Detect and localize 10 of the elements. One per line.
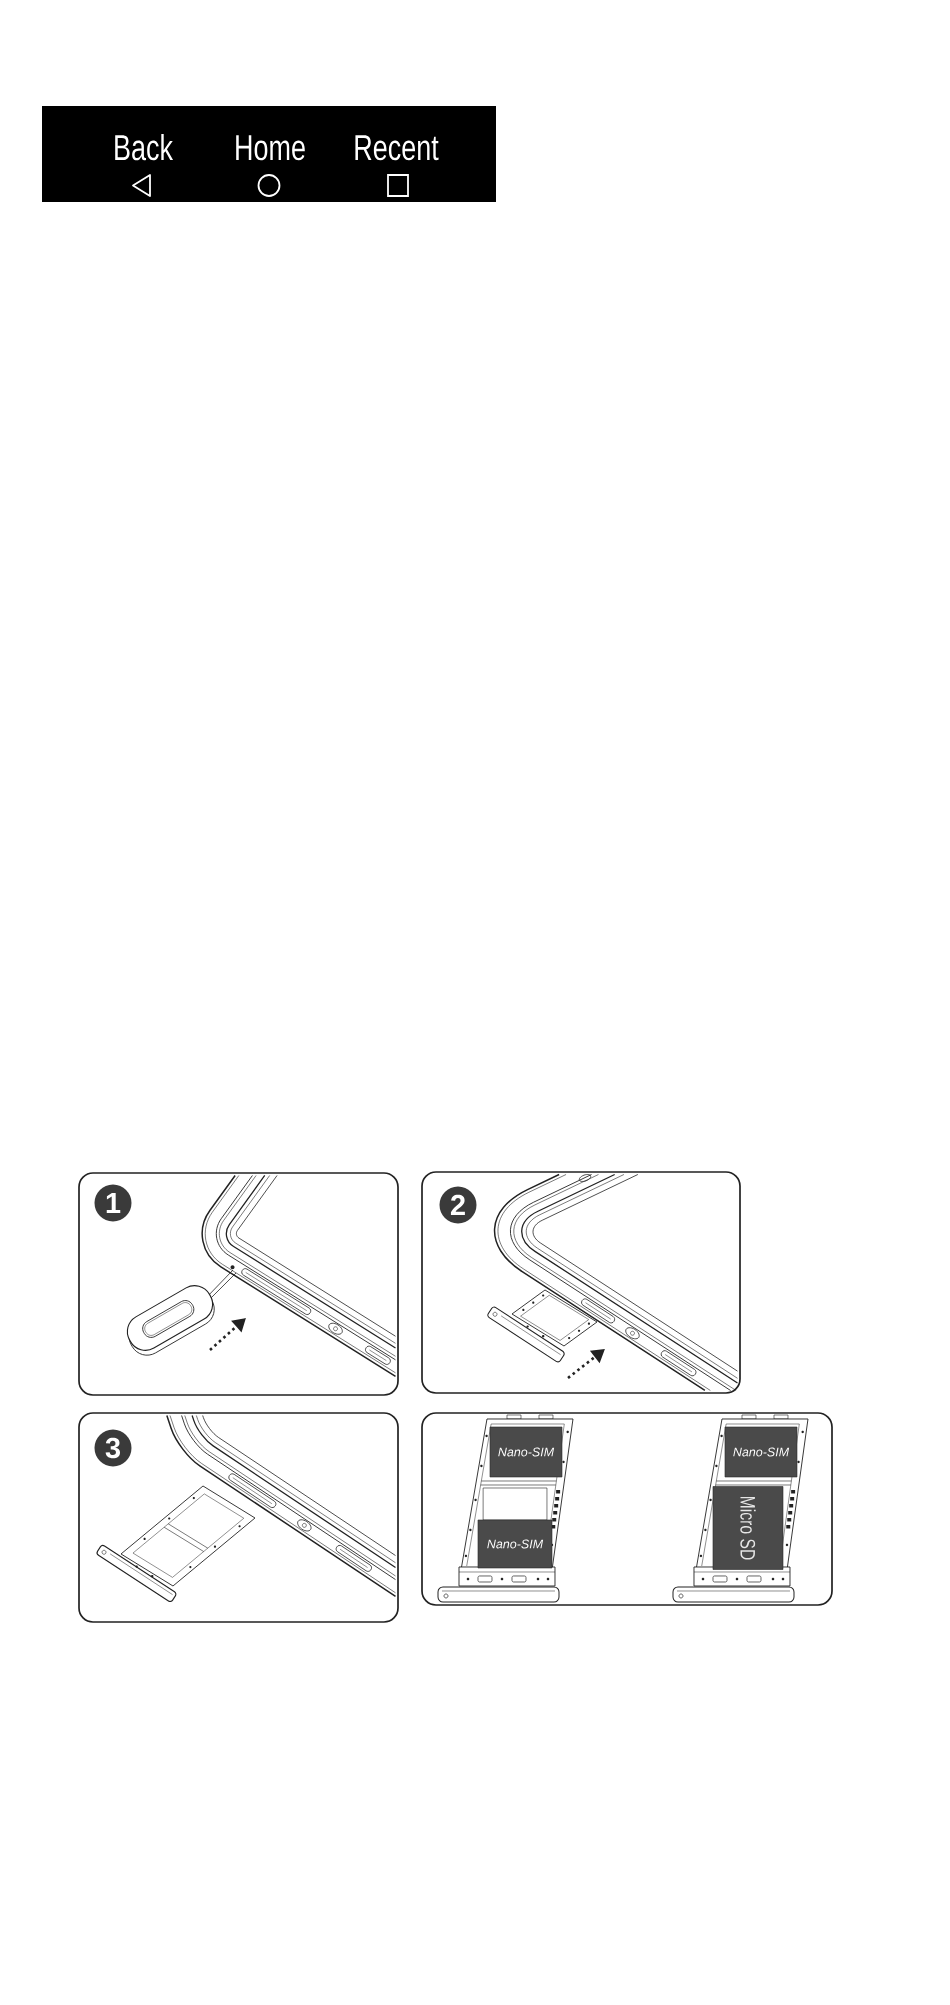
nav-label: Home	[236, 135, 305, 161]
step-badge: 3	[94, 1429, 132, 1467]
sim-card: Nano-SIM	[489, 1426, 563, 1478]
nav-label: Back	[115, 133, 174, 161]
step-badge: 2	[439, 1186, 477, 1224]
memory-card: Micro SD	[712, 1486, 784, 1570]
sim-card: Nano-SIM	[724, 1426, 798, 1478]
nav-label: Recent	[355, 135, 439, 161]
step-badge: 1	[94, 1184, 132, 1222]
sim-card: Nano-SIM	[477, 1519, 553, 1569]
